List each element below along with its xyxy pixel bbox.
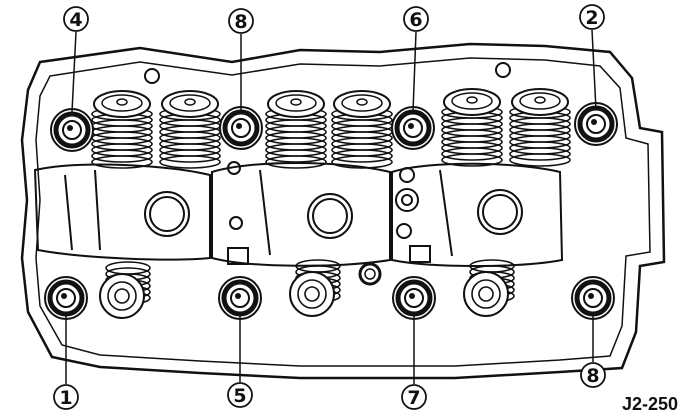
leader-lines <box>65 29 597 384</box>
boss-top-mid <box>495 62 511 78</box>
callout-2-number: 2 <box>585 7 598 29</box>
valve-spring-top-5 <box>441 88 503 167</box>
head-bolt-4 <box>50 108 94 152</box>
valve-spring-bottom-1 <box>99 261 151 319</box>
callout-5: 5 <box>227 382 253 408</box>
callout-7-number: 7 <box>407 387 420 409</box>
head-bolt-2 <box>574 102 618 146</box>
callout-8-bottom-number: 8 <box>586 365 599 387</box>
valve-spring-top-3 <box>265 90 327 169</box>
callout-8-bottom: 8 <box>580 362 606 388</box>
head-bolts <box>44 102 618 320</box>
valve-springs-top <box>91 88 571 169</box>
valve-spring-top-1 <box>91 90 153 169</box>
combustion-chambers <box>33 161 564 267</box>
callout-1: 1 <box>53 384 79 410</box>
head-bolt-6 <box>391 106 435 150</box>
valve-spring-bottom-2 <box>289 259 341 317</box>
head-bolt-1 <box>44 276 88 320</box>
callout-5-number: 5 <box>233 385 246 407</box>
valve-spring-top-4 <box>331 90 393 169</box>
callout-6: 6 <box>403 6 429 32</box>
cylinder-head-inner-outline <box>35 57 651 367</box>
head-bolt-5 <box>218 276 262 320</box>
callout-2: 2 <box>579 4 605 30</box>
callout-6-number: 6 <box>409 9 422 31</box>
callout-4-number: 4 <box>69 9 82 31</box>
head-bolt-7 <box>392 276 436 320</box>
valve-springs-bottom <box>99 259 515 319</box>
callout-8-top-number: 8 <box>234 11 247 33</box>
figure-code: J2-250 <box>622 394 678 414</box>
valve-spring-bottom-3 <box>463 259 515 317</box>
valve-spring-top-6 <box>509 88 571 167</box>
cylinder-head-outline <box>20 42 666 380</box>
callout-7: 7 <box>401 384 427 410</box>
callout-8-top: 8 <box>228 8 254 34</box>
boss-bottom-mid <box>358 262 382 286</box>
boss-top-left <box>144 68 160 84</box>
callout-4: 4 <box>63 6 89 32</box>
callout-1-number: 1 <box>59 387 72 409</box>
valve-spring-top-2 <box>159 90 221 169</box>
head-bolt-8-bottom <box>571 276 615 320</box>
boss-bottom-mid-inner <box>364 268 376 280</box>
head-bolt-8-top <box>219 106 263 150</box>
